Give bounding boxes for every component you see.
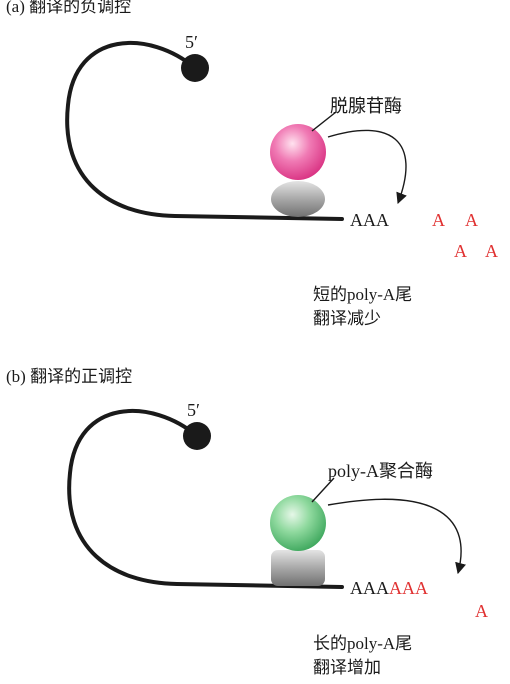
panel-a-caption: 短的poly-A尾 翻译减少 xyxy=(313,283,412,331)
free-adenine-a2: A xyxy=(465,210,478,230)
five-prime-cap-b xyxy=(183,422,211,450)
poly-a-tail-original: AAA xyxy=(350,578,389,598)
panel-b-caption-line1: 长的poly-A尾 xyxy=(313,634,413,653)
poly-a-tail-b: AAAAAA xyxy=(350,578,428,598)
panel-b-title: (b) 翻译的正调控 xyxy=(6,367,133,386)
panel-a-caption-line1: 短的poly-A尾 xyxy=(313,285,413,304)
panel-a-figure: 5′ 脱腺苷酶 AAA A A A A xyxy=(65,32,498,261)
poly-a-tail-a: AAA xyxy=(350,210,389,230)
panel-a-caption-line2: 翻译减少 xyxy=(313,309,381,328)
free-adenine-a1: A xyxy=(432,210,445,230)
free-adenine-b1: A xyxy=(475,601,488,621)
panel-a-title: (a) 翻译的负调控 xyxy=(6,0,132,16)
poly-a-polymerase-label: poly-A聚合酶 xyxy=(328,461,433,481)
free-adenine-a3: A xyxy=(454,241,467,261)
panel-b-caption-line2: 翻译增加 xyxy=(313,658,381,677)
panel-b-caption: 长的poly-A尾 翻译增加 xyxy=(313,632,412,680)
enzyme-label-pointer-b xyxy=(311,477,335,503)
mrna-strand-a xyxy=(65,41,344,221)
action-arrow-b xyxy=(327,498,466,575)
five-prime-label-a: 5′ xyxy=(185,32,198,52)
enzyme-label-pointer-a xyxy=(311,111,337,132)
ribosome-b xyxy=(271,550,325,586)
free-adenine-a4: A xyxy=(485,241,498,261)
panel-b-figure: 5′ poly-A聚合酶 AAAAAA A xyxy=(67,400,488,621)
poly-a-tail-added: AAA xyxy=(389,578,428,598)
deadenylase-label: 脱腺苷酶 xyxy=(330,96,402,116)
poly-a-polymerase-enzyme xyxy=(270,495,326,551)
action-arrow-a xyxy=(327,129,407,205)
five-prime-cap-a xyxy=(181,54,209,82)
mrna-strand-b xyxy=(67,409,344,589)
deadenylase-enzyme xyxy=(270,124,326,180)
five-prime-label-b: 5′ xyxy=(187,400,200,420)
ribosome-a xyxy=(271,181,325,217)
